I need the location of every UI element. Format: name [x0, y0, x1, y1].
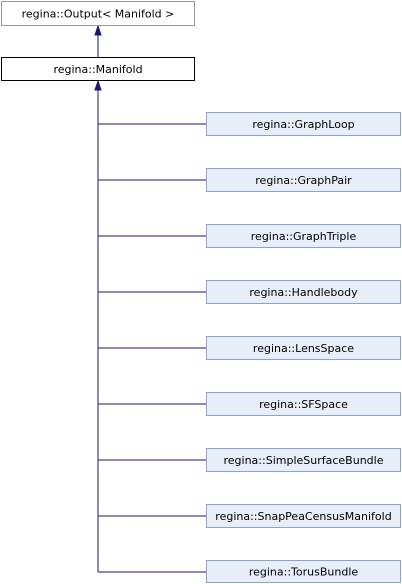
node-simplesurfacebundle-label: regina::SimpleSurfaceBundle — [224, 454, 384, 467]
node-torusbundle-label: regina::TorusBundle — [249, 566, 359, 579]
node-sfspace[interactable]: regina::SFSpace — [206, 392, 401, 416]
arrowhead-output — [94, 24, 102, 36]
node-graphloop-label: regina::GraphLoop — [252, 118, 354, 131]
node-output[interactable]: regina::Output< Manifold > — [1, 1, 195, 26]
node-manifold[interactable]: regina::Manifold — [1, 57, 195, 81]
node-snappeacensusmanifold[interactable]: regina::SnapPeaCensusManifold — [206, 504, 401, 528]
node-graphloop[interactable]: regina::GraphLoop — [206, 112, 401, 136]
node-lensspace-label: regina::LensSpace — [253, 342, 354, 355]
arrowhead-manifold — [94, 79, 102, 91]
node-graphpair[interactable]: regina::GraphPair — [206, 168, 401, 192]
node-handlebody[interactable]: regina::Handlebody — [206, 280, 401, 304]
node-graphpair-label: regina::GraphPair — [255, 174, 352, 187]
node-output-label: regina::Output< Manifold > — [22, 8, 175, 21]
node-torusbundle[interactable]: regina::TorusBundle — [206, 560, 401, 583]
node-manifold-label: regina::Manifold — [53, 63, 142, 76]
node-sfspace-label: regina::SFSpace — [259, 398, 348, 411]
node-snappeacensusmanifold-label: regina::SnapPeaCensusManifold — [215, 510, 391, 523]
edges — [94, 24, 206, 573]
node-simplesurfacebundle[interactable]: regina::SimpleSurfaceBundle — [206, 448, 401, 472]
node-handlebody-label: regina::Handlebody — [249, 286, 358, 299]
node-graphtriple[interactable]: regina::GraphTriple — [206, 224, 401, 248]
node-lensspace[interactable]: regina::LensSpace — [206, 336, 401, 360]
node-graphtriple-label: regina::GraphTriple — [251, 230, 357, 243]
